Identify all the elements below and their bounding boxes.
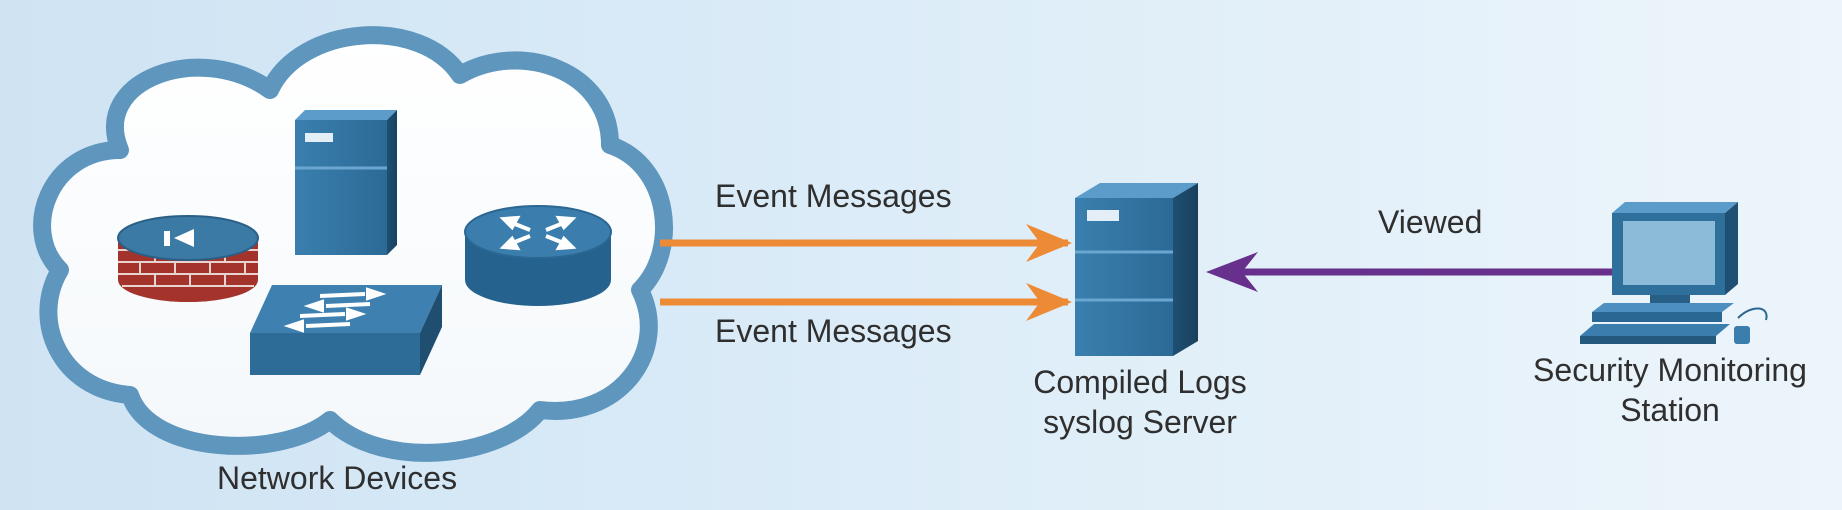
event-arrowheads bbox=[1026, 224, 1072, 321]
label-syslog-line1: Compiled Logs bbox=[1033, 364, 1247, 400]
label-station-line1: Security Monitoring bbox=[1533, 352, 1807, 388]
label-station-line2: Station bbox=[1620, 392, 1720, 428]
label-network-devices: Network Devices bbox=[217, 460, 458, 496]
label-event-messages-top: Event Messages bbox=[715, 178, 952, 214]
label-syslog-line2: syslog Server bbox=[1043, 404, 1237, 440]
syslog-server-icon bbox=[1075, 183, 1198, 356]
label-syslog-server: Compiled Logs syslog Server bbox=[1010, 362, 1270, 442]
server-icon bbox=[295, 110, 397, 255]
viewed-arrow bbox=[1206, 252, 1615, 292]
firewall-icon bbox=[117, 215, 259, 302]
workstation-icon bbox=[1580, 202, 1768, 344]
switch-icon bbox=[250, 285, 442, 375]
label-event-messages-bottom: Event Messages bbox=[715, 313, 952, 349]
label-viewed: Viewed bbox=[1378, 204, 1483, 240]
label-security-station: Security Monitoring Station bbox=[1510, 350, 1830, 430]
router-icon bbox=[464, 205, 612, 306]
